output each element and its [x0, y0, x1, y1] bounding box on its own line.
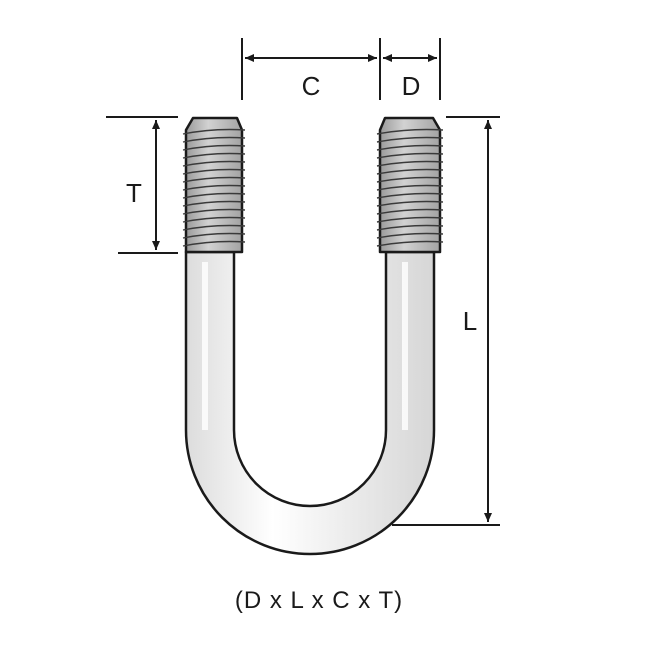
- thread-ridge: [376, 224, 444, 231]
- right-thread: [376, 116, 444, 254]
- thread-ridge: [376, 160, 444, 167]
- dimension-l: L: [392, 116, 500, 526]
- thread-ridge: [376, 232, 444, 239]
- thread-ridge: [376, 168, 444, 175]
- thread-ridge: [182, 240, 246, 247]
- dimension-c: C: [241, 38, 381, 101]
- thread-ridge: [376, 136, 444, 143]
- thread-ridge: [182, 216, 246, 223]
- left-thread: [182, 116, 246, 254]
- thread-ridge: [376, 152, 444, 159]
- dimension-c-label: C: [302, 71, 321, 101]
- thread-ridge: [182, 208, 246, 215]
- thread-ridge: [182, 184, 246, 191]
- thread-ridge: [376, 128, 444, 135]
- thread-ridge: [182, 144, 246, 151]
- thread-ridge: [376, 240, 444, 247]
- dimension-t-label: T: [126, 178, 142, 208]
- thread-ridge: [376, 184, 444, 191]
- u-bolt-body: [184, 250, 436, 556]
- u-bolt: [182, 116, 444, 556]
- thread-ridge: [182, 160, 246, 167]
- thread-ridge: [376, 144, 444, 151]
- thread-ridge: [376, 208, 444, 215]
- thread-ridge: [376, 216, 444, 223]
- dimension-d: D: [383, 38, 441, 101]
- thread-ridge: [376, 200, 444, 207]
- dimension-l-label: L: [463, 306, 477, 336]
- thread-ridge: [376, 176, 444, 183]
- thread-ridge: [182, 168, 246, 175]
- thread-ridge: [182, 176, 246, 183]
- thread-ridge: [376, 192, 444, 199]
- dimension-d-label: D: [402, 71, 421, 101]
- thread-ridge: [182, 224, 246, 231]
- thread-ridge: [182, 128, 246, 135]
- thread-ridge: [182, 152, 246, 159]
- dimension-formula: (D x L x C x T): [235, 587, 403, 614]
- thread-ridge: [182, 192, 246, 199]
- dimension-t: T: [106, 116, 178, 254]
- thread-ridge: [182, 136, 246, 143]
- thread-ridge: [182, 200, 246, 207]
- thread-ridge: [182, 232, 246, 239]
